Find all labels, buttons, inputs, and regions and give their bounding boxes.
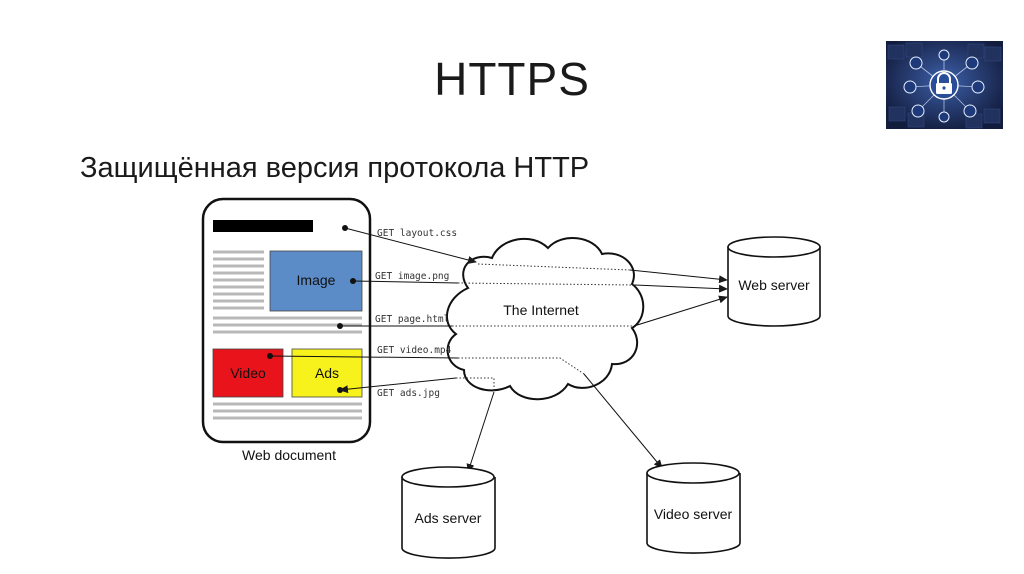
document-header-bar bbox=[213, 220, 313, 232]
web-server-label: Web server bbox=[738, 277, 810, 293]
internet-cloud: The Internet bbox=[447, 238, 643, 399]
cloud-label: The Internet bbox=[503, 302, 579, 318]
request-label-layout: GET layout.css bbox=[377, 228, 457, 239]
request-label-image: GET image.png bbox=[375, 271, 449, 282]
video-server: Video server bbox=[647, 463, 740, 553]
image-block-label: Image bbox=[297, 272, 336, 288]
ads-server: Ads server bbox=[402, 467, 495, 558]
ads-server-label: Ads server bbox=[415, 510, 482, 526]
web-document: Image Video Ads Web document bbox=[203, 199, 370, 463]
request-label-page: GET page.html bbox=[375, 314, 449, 325]
web-document-label: Web document bbox=[242, 447, 336, 463]
request-label-video: GET video.mp4 bbox=[377, 345, 452, 356]
ads-block-label: Ads bbox=[315, 365, 339, 381]
video-block-label: Video bbox=[230, 365, 266, 381]
request-label-ads: GET ads.jpg bbox=[377, 388, 440, 399]
web-server: Web server bbox=[728, 237, 820, 326]
video-server-label: Video server bbox=[654, 506, 733, 522]
